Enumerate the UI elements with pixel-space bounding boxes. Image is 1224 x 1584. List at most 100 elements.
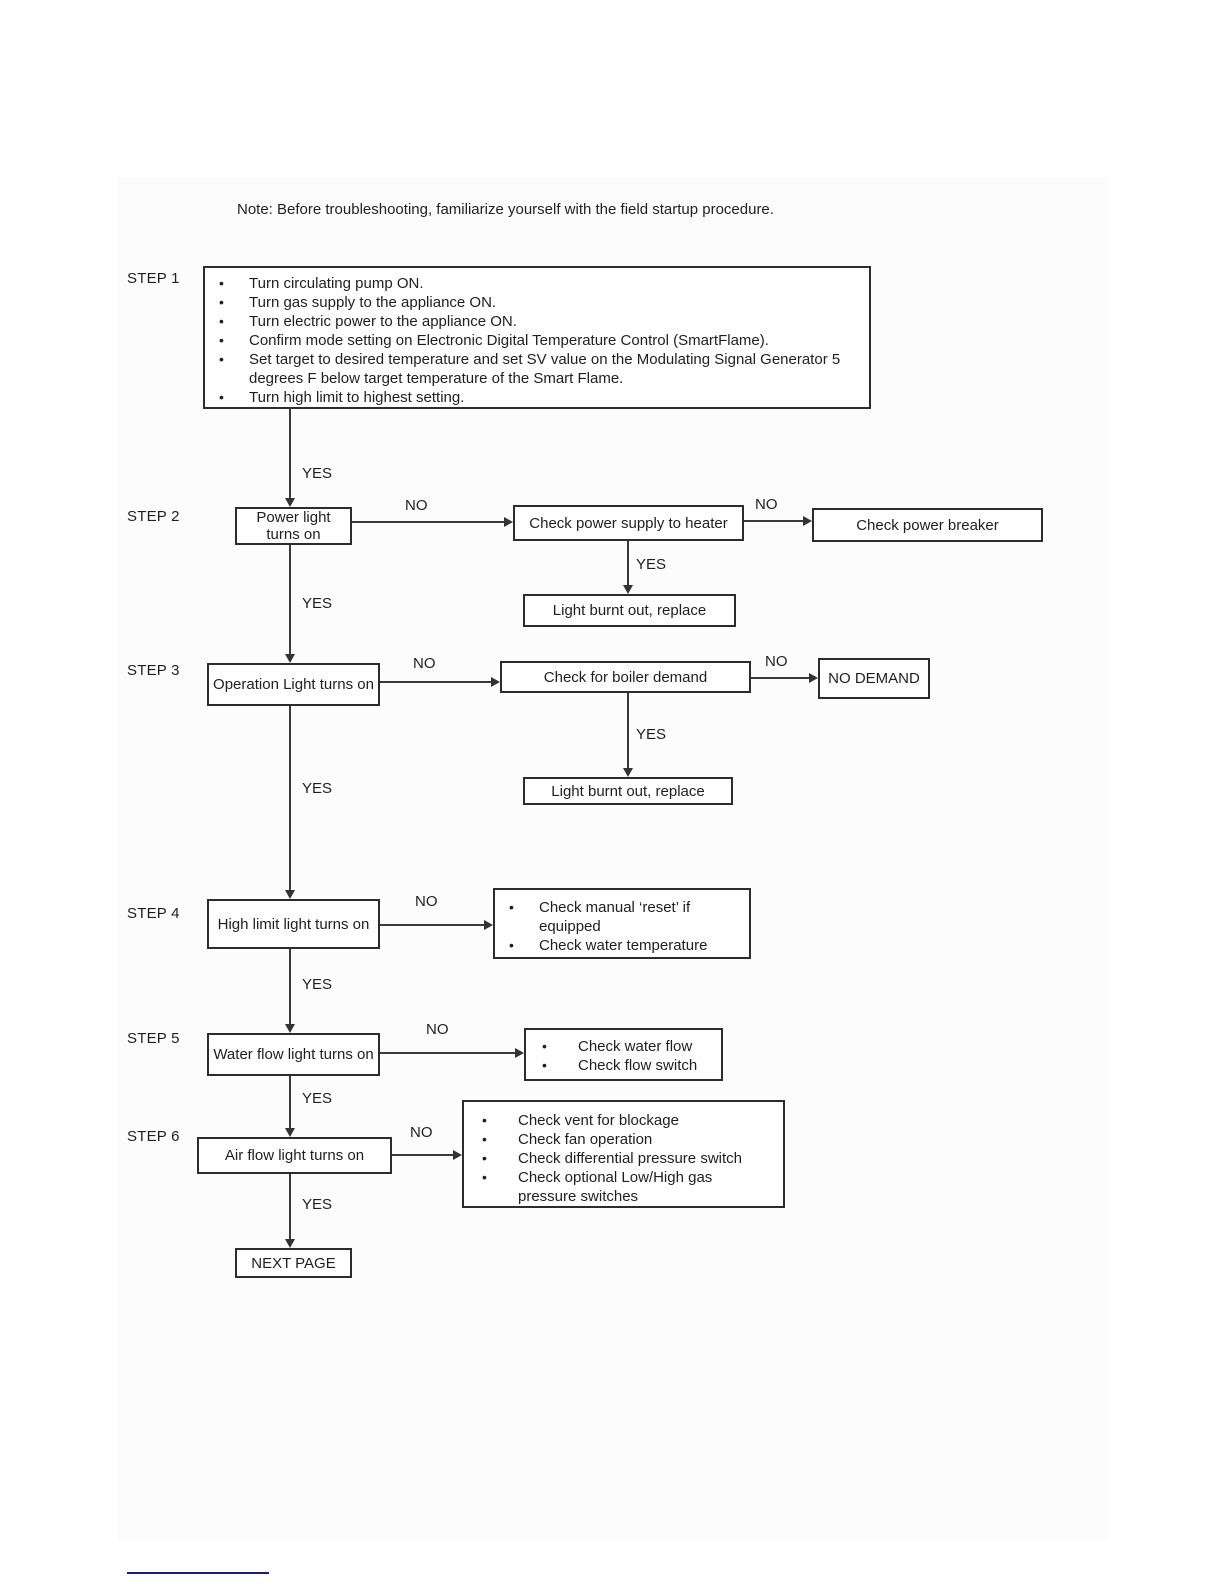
line-air-flow-to-actions (392, 1154, 454, 1156)
operation-light-condition-box: Operation Light turns on (207, 663, 380, 706)
step4-label: STEP 4 (127, 905, 180, 922)
procedure-item-text: Turn gas supply to the appliance ON. (249, 294, 497, 311)
action-item: Check manual ‘reset’ if equipped (505, 898, 739, 936)
bullet-icon (476, 1149, 518, 1168)
arrow-right-icon (515, 1048, 524, 1058)
action-item: Check flow switch (536, 1056, 711, 1075)
procedure-item: Turn high limit to highest setting. (215, 388, 859, 407)
line-operation-to-check-demand (380, 681, 492, 683)
yes-label: YES (636, 556, 667, 573)
bullet-icon (215, 388, 249, 407)
arrow-down-icon (285, 890, 295, 899)
no-label: NO (426, 1021, 449, 1038)
yes-label: YES (302, 1196, 333, 1213)
action-item-text: Check fan operation (518, 1131, 653, 1148)
line-step3-to-step4 (289, 706, 291, 891)
arrow-down-icon (285, 1024, 295, 1033)
footer-link-underline (127, 1572, 269, 1574)
power-light-condition-box: Power light turns on (235, 507, 352, 545)
step2-label: STEP 2 (127, 508, 180, 525)
yes-label: YES (302, 780, 333, 797)
bullet-icon (505, 898, 539, 936)
action-item: Check vent for blockage (476, 1111, 771, 1130)
check-power-breaker-box: Check power breaker (812, 508, 1043, 542)
line-water-flow-to-actions (380, 1052, 516, 1054)
action-item: Check fan operation (476, 1130, 771, 1149)
bullet-icon (215, 312, 249, 331)
no-label: NO (765, 653, 788, 670)
procedure-item-text: Confirm mode setting on Electronic Digit… (249, 332, 769, 349)
step5-actions-box: Check water flow Check flow switch (524, 1028, 723, 1081)
arrow-down-icon (285, 1239, 295, 1248)
procedure-item-text: Set target to desired temperature and se… (249, 351, 841, 387)
line-step6-to-next-page (289, 1174, 291, 1241)
bullet-icon (536, 1056, 578, 1075)
bullet-icon (215, 293, 249, 312)
light-burnt-out-box-step2: Light burnt out, replace (523, 594, 736, 627)
line-step4-to-step5 (289, 949, 291, 1025)
step1-label: STEP 1 (127, 270, 180, 287)
action-item: Check water flow (536, 1037, 711, 1056)
action-item-text: Check differential pressure switch (518, 1150, 742, 1167)
step5-label: STEP 5 (127, 1030, 180, 1047)
action-item-text: Check water temperature (539, 937, 708, 954)
bullet-icon (215, 350, 249, 388)
line-check-supply-to-breaker (744, 520, 804, 522)
arrow-down-icon (623, 585, 633, 594)
high-limit-condition-box: High limit light turns on (207, 899, 380, 949)
arrow-down-icon (623, 768, 633, 777)
action-item-text: Check optional Low/High gas pressure swi… (518, 1169, 713, 1205)
bullet-icon (476, 1111, 518, 1130)
arrow-right-icon (491, 677, 500, 687)
no-label: NO (415, 893, 438, 910)
bullet-icon (215, 331, 249, 350)
line-check-demand-to-no-demand (751, 677, 810, 679)
action-item-text: Check manual ‘reset’ if equipped (539, 899, 691, 935)
no-label: NO (413, 655, 436, 672)
yes-label: YES (302, 976, 333, 993)
no-label: NO (405, 497, 428, 514)
line-power-to-check-supply (352, 521, 505, 523)
no-label: NO (410, 1124, 433, 1141)
yes-label: YES (302, 465, 333, 482)
arrow-down-icon (285, 1128, 295, 1137)
arrow-right-icon (484, 920, 493, 930)
step6-actions-box: Check vent for blockage Check fan operat… (462, 1100, 785, 1208)
yes-label: YES (302, 1090, 333, 1107)
action-item: Check differential pressure switch (476, 1149, 771, 1168)
line-step2-to-step3 (289, 545, 291, 655)
step3-label: STEP 3 (127, 662, 180, 679)
bullet-icon (536, 1037, 578, 1056)
action-item-text: Check flow switch (578, 1057, 698, 1074)
arrow-right-icon (453, 1150, 462, 1160)
bullet-icon (215, 274, 249, 293)
arrow-right-icon (504, 517, 513, 527)
line-high-limit-to-actions (380, 924, 485, 926)
line-step1-to-step2 (289, 407, 291, 499)
arrow-down-icon (285, 498, 295, 507)
bullet-icon (476, 1130, 518, 1149)
light-burnt-out-box-step3: Light burnt out, replace (523, 777, 733, 805)
procedure-item-text: Turn electric power to the appliance ON. (249, 313, 517, 330)
action-item-text: Check vent for blockage (518, 1112, 679, 1129)
procedure-item: Turn circulating pump ON. (215, 274, 859, 293)
note-text: Note: Before troubleshooting, familiariz… (237, 201, 774, 218)
arrow-down-icon (285, 654, 295, 663)
action-item: Check water temperature (505, 936, 739, 955)
water-flow-condition-box: Water flow light turns on (207, 1033, 380, 1076)
arrow-right-icon (809, 673, 818, 683)
procedure-item: Set target to desired temperature and se… (215, 350, 859, 388)
step1-procedure-box: Turn circulating pump ON. Turn gas suppl… (203, 266, 871, 409)
line-step5-to-step6 (289, 1076, 291, 1129)
step4-actions-box: Check manual ‘reset’ if equipped Check w… (493, 888, 751, 959)
step6-label: STEP 6 (127, 1128, 180, 1145)
check-power-supply-box: Check power supply to heater (513, 505, 744, 541)
action-item: Check optional Low/High gas pressure swi… (476, 1168, 771, 1206)
procedure-item: Turn gas supply to the appliance ON. (215, 293, 859, 312)
line-check-demand-to-replace (627, 693, 629, 770)
arrow-right-icon (803, 516, 812, 526)
yes-label: YES (636, 726, 667, 743)
next-page-box: NEXT PAGE (235, 1248, 352, 1278)
bullet-icon (476, 1168, 518, 1206)
